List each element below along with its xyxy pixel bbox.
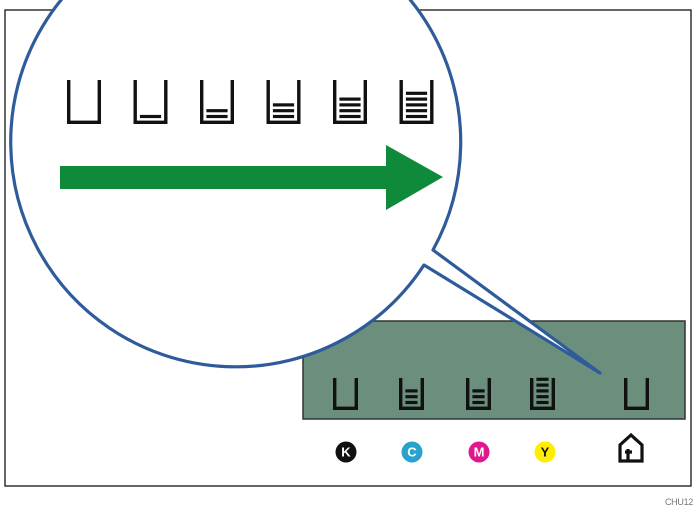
gauge-bar	[272, 109, 295, 113]
gauge-bar	[405, 97, 428, 101]
panel-gauge-yellow	[530, 377, 555, 410]
toner-indicator: M	[468, 441, 490, 463]
toner-indicator: K	[335, 441, 357, 463]
toner-indicator: Y	[534, 441, 556, 463]
gauge-bar	[139, 114, 162, 119]
gauge-bar	[536, 383, 549, 387]
gauge-bar	[339, 109, 361, 113]
gauge-bar	[536, 377, 549, 381]
gauge-bar	[405, 91, 428, 95]
magnified-gauge	[333, 80, 367, 124]
gauge-bar	[339, 103, 361, 107]
toner-indicator: C	[401, 441, 423, 463]
status-panel	[302, 320, 686, 420]
magnified-gauge	[399, 80, 434, 124]
panel-gauge-cyan	[399, 378, 424, 410]
figure-code-label: CHU12	[664, 497, 693, 507]
magnified-gauge-sequence	[67, 80, 434, 124]
gauge-bar	[405, 103, 428, 107]
arrow-right-icon	[60, 145, 443, 210]
gauge-bar	[536, 400, 549, 405]
gauge-bar	[405, 114, 428, 119]
panel-gauges	[333, 377, 649, 410]
gauge-bar	[472, 389, 485, 393]
gauge-bar	[272, 103, 295, 107]
gauge-bar	[339, 114, 361, 119]
gauge-bar	[206, 109, 228, 113]
gauge-bar	[405, 400, 418, 405]
toner-letter: Y	[541, 445, 550, 460]
magnified-gauge	[266, 80, 301, 124]
gauge-bar	[339, 97, 361, 101]
gauge-bar	[405, 109, 428, 113]
panel-gauge-magenta	[466, 378, 491, 410]
toner-letter: K	[341, 445, 351, 460]
magnified-gauge	[67, 80, 101, 124]
gauge-bar	[536, 389, 549, 393]
panel-gauge-waste	[624, 378, 649, 410]
gauge-bar	[472, 400, 485, 405]
gauge-bar	[206, 114, 228, 119]
panel-gauge-black	[333, 378, 358, 410]
gauge-bar	[272, 114, 295, 119]
waste-toner-bottle-icon	[618, 432, 644, 463]
toner-letter: C	[407, 445, 417, 460]
magnified-gauge	[133, 80, 168, 124]
magnified-gauge	[200, 80, 234, 124]
gauge-bar	[405, 395, 418, 399]
gauge-bar	[405, 389, 418, 393]
gauge-bar	[536, 395, 549, 399]
gauge-bar	[472, 395, 485, 399]
toner-letter: M	[474, 445, 485, 460]
